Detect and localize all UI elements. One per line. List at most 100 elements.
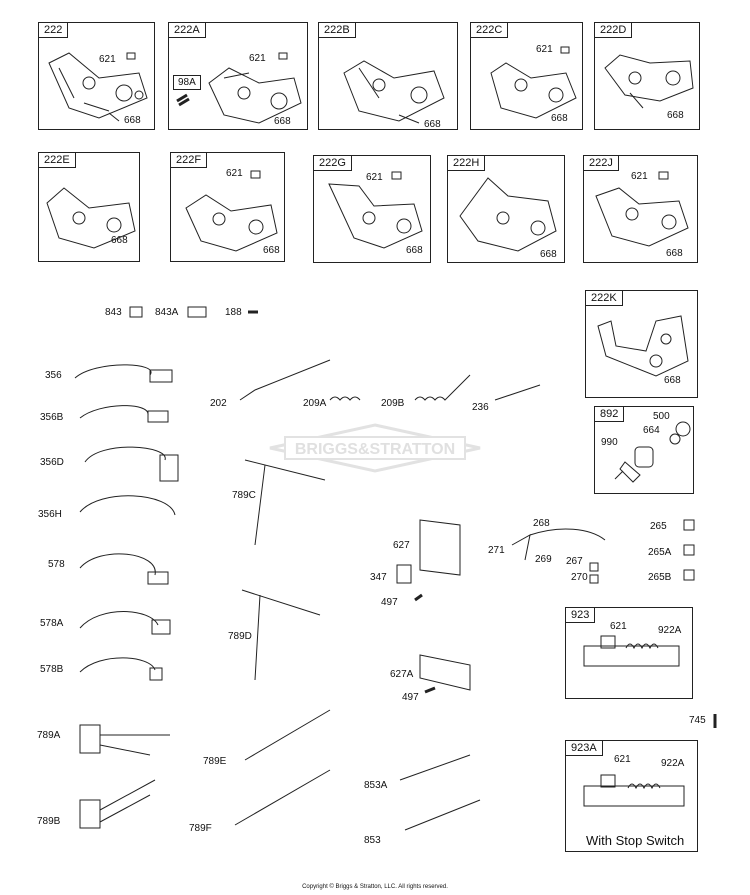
lever-271 <box>511 534 531 561</box>
rod-202 <box>239 359 331 401</box>
box-tag: 222A <box>169 23 206 38</box>
label-668: 668 <box>540 249 557 260</box>
label-843A: 843A <box>155 307 179 318</box>
throttle-bracket-drawing <box>604 54 694 109</box>
label-267: 267 <box>566 556 583 567</box>
box-tag: 923A <box>566 741 603 756</box>
label-843: 843 <box>105 307 122 318</box>
label-209B: 209B <box>381 398 405 409</box>
box-tag: 222G <box>314 156 352 171</box>
label-356H: 356H <box>38 509 62 520</box>
label-990: 990 <box>601 437 618 448</box>
throttle-bracket-drawing <box>343 60 445 124</box>
box-222F: 222F 621 668 <box>170 152 285 262</box>
label-664: 664 <box>643 425 660 436</box>
label-668: 668 <box>274 116 291 127</box>
label-621: 621 <box>631 171 648 182</box>
label-347: 347 <box>370 572 387 583</box>
harness-356D <box>84 446 166 463</box>
label-356: 356 <box>45 370 62 381</box>
label-789E: 789E <box>203 756 227 767</box>
label-853A: 853A <box>364 780 388 791</box>
box-tag: 222D <box>595 23 633 38</box>
label-789B: 789B <box>37 816 61 827</box>
box-222J: 222J 621 668 <box>583 155 698 263</box>
label-621: 621 <box>366 172 383 183</box>
label-668: 668 <box>664 375 681 386</box>
box-222G: 222G 621 668 <box>313 155 431 263</box>
label-668: 668 <box>406 245 423 256</box>
throttle-bracket-drawing <box>176 52 302 124</box>
harness-578A <box>79 611 159 629</box>
spring-209A <box>329 396 361 401</box>
label-500: 500 <box>653 411 670 422</box>
box-923: 923 621 922A <box>565 607 693 699</box>
switch-347 <box>396 564 412 584</box>
box-222K: 222K 668 <box>585 290 698 398</box>
box-222: 222 621 668 <box>38 22 155 130</box>
throttle-bracket-drawing <box>459 177 557 252</box>
label-621: 621 <box>226 168 243 179</box>
control-assembly-drawing <box>583 635 680 667</box>
label-202: 202 <box>210 398 227 409</box>
label-668: 668 <box>111 235 128 246</box>
label-627A: 627A <box>390 669 414 680</box>
label-578: 578 <box>48 559 65 570</box>
label-497: 497 <box>381 597 398 608</box>
label-668: 668 <box>424 119 441 130</box>
label-853: 853 <box>364 835 381 846</box>
harness-578B <box>79 657 156 673</box>
ignition-key-switch-drawing <box>614 421 691 483</box>
throttle-bracket-drawing <box>185 170 278 252</box>
label-745: 745 <box>689 715 706 726</box>
lead-853A <box>399 754 471 781</box>
label-789D: 789D <box>228 631 252 642</box>
harness-578 <box>79 553 156 576</box>
box-222E: 222E 668 <box>38 152 140 262</box>
box-tag: 222J <box>584 156 619 171</box>
label-188: 188 <box>225 307 242 318</box>
box-222A: 222A 98A 621 668 <box>168 22 308 130</box>
throttle-bracket-drawing <box>595 171 689 247</box>
copyright-notice: Copyright © Briggs & Stratton, LLC. All … <box>302 884 448 890</box>
bracket-627A <box>419 654 471 691</box>
clip-265 <box>683 519 695 531</box>
label-789A: 789A <box>37 730 61 741</box>
label-621: 621 <box>249 53 266 64</box>
part-270 <box>589 574 599 584</box>
clip-265B <box>683 569 695 581</box>
label-265: 265 <box>650 521 667 532</box>
box-tag: 222 <box>39 23 69 38</box>
sub-tag-98A: 98A <box>173 75 201 90</box>
label-268: 268 <box>533 518 550 529</box>
label-356D: 356D <box>40 457 64 468</box>
label-668: 668 <box>263 245 280 256</box>
box-tag: 222F <box>171 153 208 168</box>
box-923A: 923A 621 922A With Stop Switch <box>565 740 698 852</box>
box-222B: 222B 668 <box>318 22 458 130</box>
label-236: 236 <box>472 402 489 413</box>
label-922A: 922A <box>661 758 685 769</box>
lead-853 <box>404 799 481 831</box>
label-668: 668 <box>124 115 141 126</box>
throttle-bracket-drawing <box>328 171 423 249</box>
label-497: 497 <box>402 692 419 703</box>
box-tag: 222E <box>39 153 76 168</box>
bracket-627 <box>419 519 461 576</box>
control-assembly-drawing <box>583 774 685 807</box>
screw-497b <box>424 686 436 694</box>
label-356B: 356B <box>40 412 64 423</box>
label-922A: 922A <box>658 625 682 636</box>
brand-watermark: BRIGGS&STRATTON <box>269 423 481 473</box>
throttle-bracket-drawing <box>48 52 148 122</box>
spring-209B <box>414 374 471 401</box>
with-stop-switch-note: With Stop Switch <box>586 833 685 848</box>
box-tag: 222C <box>471 23 509 38</box>
label-668: 668 <box>551 113 568 124</box>
harness-789B <box>79 799 101 829</box>
throttle-bracket-drawing <box>597 315 689 377</box>
label-621: 621 <box>536 44 553 55</box>
label-621: 621 <box>614 754 631 765</box>
